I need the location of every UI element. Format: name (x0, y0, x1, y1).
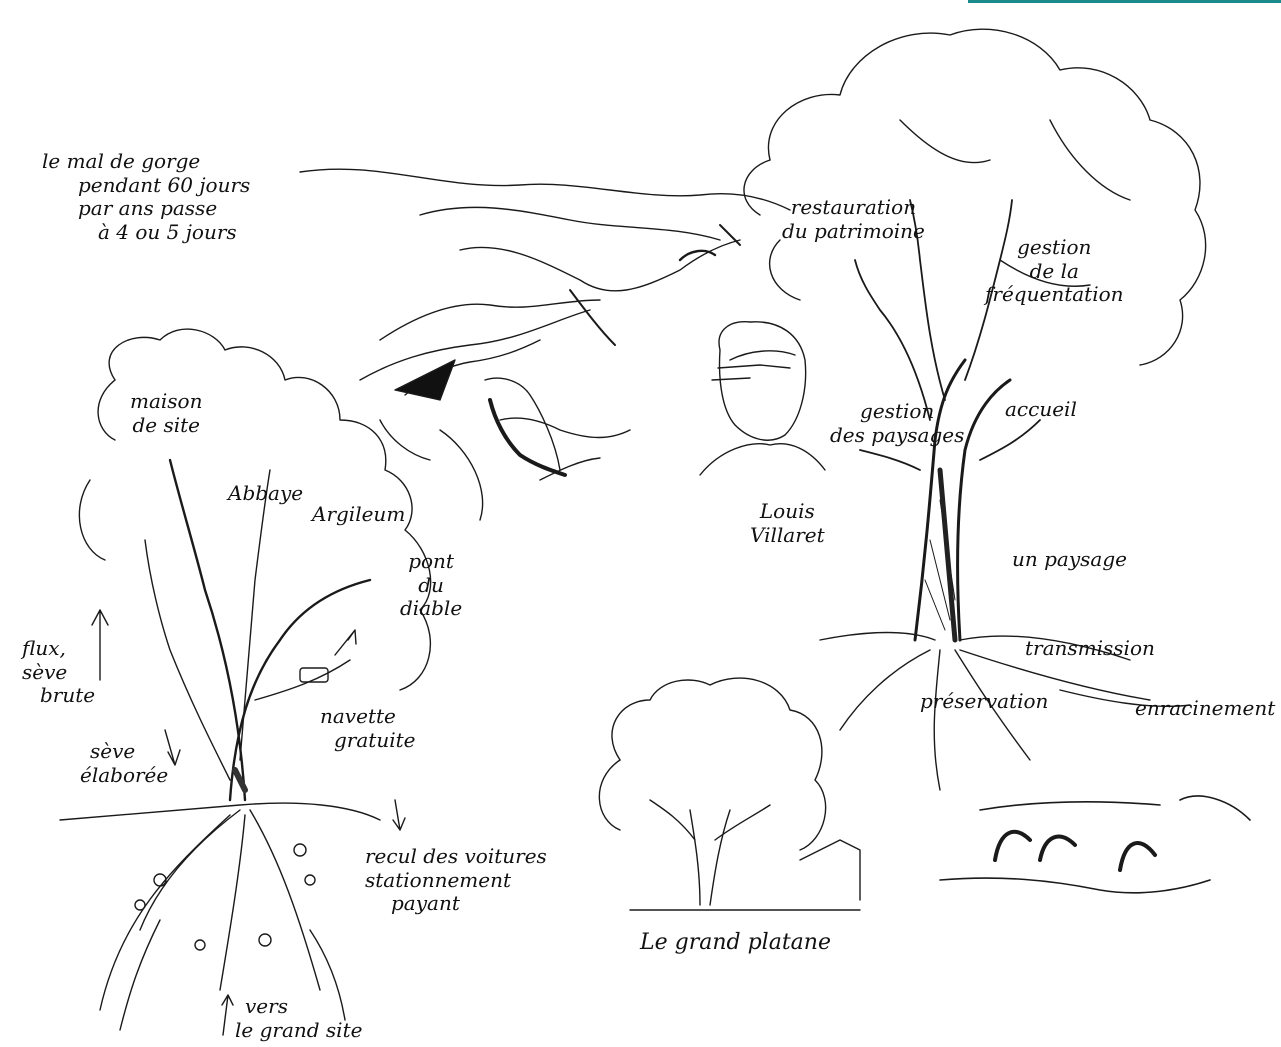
label-recul-line-2: stationnement (365, 869, 547, 893)
label-louis-villaret: Louis Villaret (750, 500, 825, 547)
note-gorge-line-3: par ans passe (42, 197, 250, 221)
platane-tree (599, 678, 860, 910)
gorge-landscape (300, 169, 790, 480)
label-abbaye: Abbaye (228, 482, 303, 506)
label-frequentation-line-1: gestion (985, 236, 1124, 260)
label-flux-seve-brute: flux, sève brute (22, 637, 95, 708)
label-restauration-line-2: du patrimoine (782, 220, 925, 244)
label-frequentation-line-3: fréquentation (985, 283, 1124, 307)
label-maison-site: maison de site (130, 390, 202, 437)
label-recul: recul des voitures stationnement payant (365, 845, 547, 916)
label-transmission: transmission (1025, 637, 1155, 661)
label-pont-diable: pont du diable (400, 550, 462, 621)
label-gestion-paysages: gestion des paysages (830, 400, 964, 447)
note-gorge-line-2: pendant 60 jours (42, 174, 250, 198)
label-vers-grand-site: vers le grand site (235, 995, 362, 1042)
label-flux-line-2: sève (22, 661, 95, 685)
note-gorge-line-4: à 4 ou 5 jours (42, 221, 250, 245)
label-pont-diable-line-1: pont (400, 550, 462, 574)
label-seve-elaboree: sève élaborée (80, 740, 168, 787)
label-paysages-line-2: des paysages (830, 424, 964, 448)
label-seve-elaboree-line-2: élaborée (80, 764, 168, 788)
label-vers-line-2: le grand site (235, 1019, 362, 1043)
label-maison-site-line-2: de site (130, 414, 202, 438)
label-preservation: préservation (920, 690, 1048, 714)
label-accueil: accueil (1005, 398, 1077, 422)
label-navette-line-2: gratuite (320, 729, 415, 753)
label-louis-villaret-line-2: Villaret (750, 524, 825, 548)
label-argileum: Argileum (312, 503, 405, 527)
label-recul-line-3: payant (365, 892, 547, 916)
label-un-paysage: un paysage (1012, 548, 1127, 572)
portrait-sketch (700, 322, 825, 475)
label-enracinement: enracinement (1135, 697, 1275, 721)
label-recul-line-1: recul des voitures (365, 845, 547, 869)
label-vers-line-1: vers (235, 995, 362, 1019)
label-pont-diable-line-3: diable (400, 597, 462, 621)
label-navette: navette gratuite (320, 705, 415, 752)
label-restauration-line-1: restauration (782, 196, 925, 220)
label-frequentation-line-2: de la (985, 260, 1124, 284)
label-flux-line-1: flux, (22, 637, 95, 661)
label-maison-site-line-1: maison (130, 390, 202, 414)
label-seve-elaboree-line-1: sève (80, 740, 168, 764)
label-pont-diable-line-2: du (400, 574, 462, 598)
note-gorge: le mal de gorge pendant 60 jours par ans… (42, 150, 250, 244)
label-navette-line-1: navette (320, 705, 415, 729)
label-paysages-line-1: gestion (830, 400, 964, 424)
label-louis-villaret-line-1: Louis (750, 500, 825, 524)
label-gestion-frequentation: gestion de la fréquentation (985, 236, 1124, 307)
note-gorge-line-1: le mal de gorge (42, 150, 250, 174)
label-flux-line-3: brute (22, 684, 95, 708)
bridge-sketch (940, 796, 1250, 893)
label-grand-platane: Le grand platane (640, 930, 831, 956)
label-restauration: restauration du patrimoine (782, 196, 925, 243)
